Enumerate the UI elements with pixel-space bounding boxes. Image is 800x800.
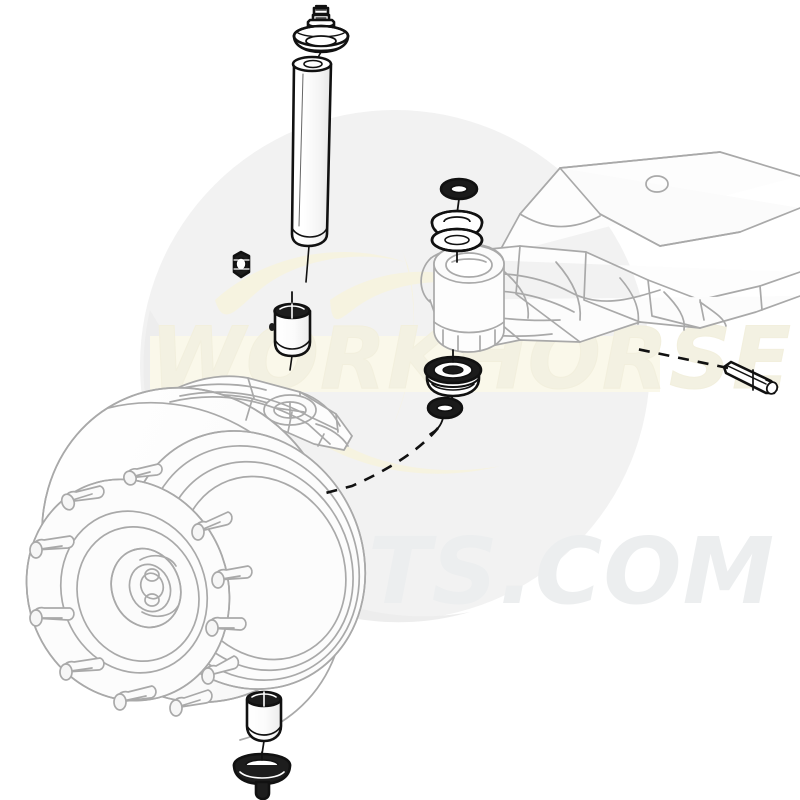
part-upper-control-arm bbox=[420, 151, 800, 353]
context-geometry-layer bbox=[25, 151, 800, 741]
callout-parts-layer bbox=[232, 4, 779, 800]
part-upper-ball-joint-washer bbox=[439, 177, 479, 215]
wheel-studs bbox=[29, 463, 253, 717]
part-brake-drum-and-hub bbox=[25, 386, 367, 741]
leader-washer-to-knuckle bbox=[321, 427, 440, 496]
part-shock-absorber-upper-mount bbox=[292, 4, 350, 71]
leader-lines-layer bbox=[321, 346, 729, 496]
part-upper-ball-joint-bushing bbox=[430, 209, 484, 263]
part-upper-shock-bushing-sleeve bbox=[269, 291, 312, 371]
part-lower-shock-bushing-sleeve bbox=[245, 690, 283, 755]
leader-bolt-to-control-arm bbox=[631, 346, 729, 370]
part-hex-nut bbox=[232, 250, 251, 279]
part-shock-absorber-body bbox=[290, 55, 333, 283]
part-lower-shock-mount-bracket bbox=[232, 751, 292, 800]
part-lower-ball-joint-washer bbox=[426, 396, 464, 435]
part-lower-ball-joint-bushing bbox=[423, 349, 483, 405]
